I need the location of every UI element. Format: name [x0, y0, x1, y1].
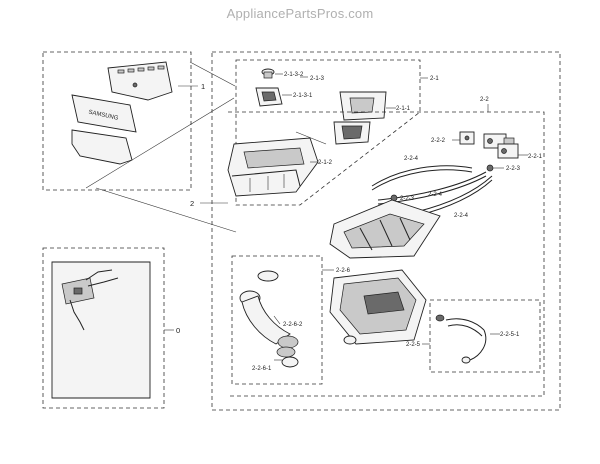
part-2-2-5-1-drain-hose [435, 314, 487, 364]
watermark-text: AppliancePartsPros.com [226, 6, 374, 21]
callout-2-1-3-1: 2-1-3-1 [293, 93, 313, 99]
part-2-2-drawer-base [329, 199, 441, 259]
group-2-1-dashed-box [235, 59, 421, 206]
callout-2-2-1: 2-2-1 [528, 154, 543, 160]
part-2-2-6-bellows [239, 270, 299, 368]
panel-buttons [117, 65, 165, 88]
group-0-cabinet: 0 [42, 247, 180, 409]
callout-2-2: 2-2 [480, 97, 489, 103]
callout-2-2-4-a: 2-2-4 [404, 156, 419, 162]
group-1-dashed-box [42, 51, 192, 191]
group-2-dashed-box [211, 51, 561, 411]
part-2-2-2-valve [459, 131, 475, 145]
callout-2-1-3: 2-1-3 [310, 76, 325, 82]
group-1-drawer-panel: SAMSUNG 1 [42, 51, 236, 191]
callout-0: 0 [176, 326, 180, 335]
part-2-1-1-cover [333, 91, 387, 145]
callout-2-2-5-1: 2-2-5-1 [500, 332, 520, 338]
part-2-1-2-drawer-case [227, 137, 319, 197]
drawer-deco [71, 129, 133, 165]
callout-2-1-2: 2-1-2 [318, 160, 333, 166]
callout-2-2-6: 2-2-6 [336, 268, 351, 274]
callout-1: 1 [201, 82, 205, 91]
clamp-2-2-3-b [486, 164, 494, 172]
callout-2: 2 [190, 199, 194, 208]
drawer-handle [71, 94, 137, 133]
group-2-drawer-assembly: 2 2-1 2-1-3-2 2-1-3-1 2-1-3 2-1-1 [95, 51, 561, 411]
part-2-2-1-water-valve [483, 133, 519, 159]
part-detergent-tray [329, 269, 427, 345]
callout-2-1-3-2: 2-1-3-2 [284, 72, 304, 78]
callout-2-2-4-c: 2-2-4 [454, 213, 469, 219]
part-2-1-3-2 [261, 68, 275, 79]
cabinet-wiring [61, 269, 119, 331]
callout-2-2-3-b: 2-2-3 [506, 166, 521, 172]
callout-2-1: 2-1 [430, 76, 439, 82]
callout-2-2-3-a: 2-2-3 [400, 196, 415, 202]
group-2-2-6-dashed-box [231, 255, 323, 385]
group-2-2-dashed-box [228, 111, 545, 397]
part-2-1-3-1 [255, 87, 283, 107]
callout-2-2-5: 2-2-5 [406, 342, 421, 348]
callout-2-2-4-b: 2-2-4 [428, 192, 443, 198]
callout-2-2-2: 2-2-2 [431, 138, 446, 144]
callout-2-1-1: 2-1-1 [396, 106, 411, 112]
callout-2-2-6-2: 2-2-6-2 [283, 322, 303, 328]
callout-2-2-6-1: 2-2-6-1 [252, 366, 272, 372]
group-2-2-5-dashed-box [429, 299, 541, 373]
